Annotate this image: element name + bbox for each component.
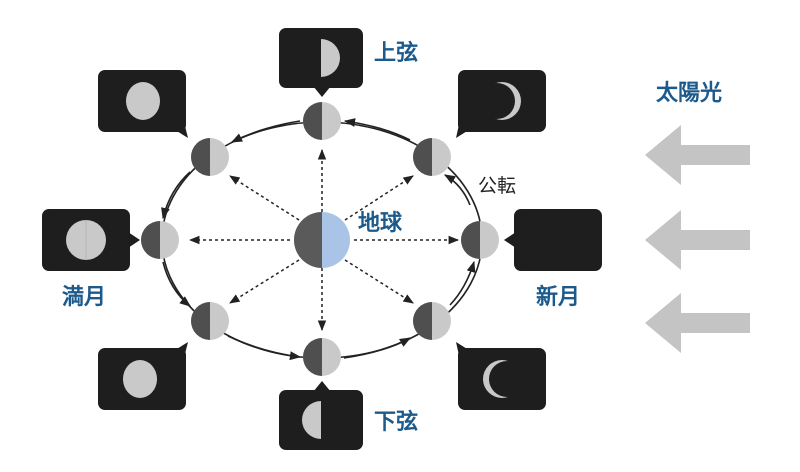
view-line-lr [344, 259, 414, 304]
sunlight-arrow-1 [645, 125, 750, 185]
label-sunlight: 太陽光 [656, 81, 723, 106]
orbit-arrow-4 [161, 171, 191, 220]
sunlight-arrow-2 [645, 210, 750, 270]
moon-gibbous-left-icon [123, 360, 157, 398]
orbit-arrow-1 [444, 174, 471, 206]
orbit-arrow-8 [449, 260, 476, 306]
panel-last-quarter [279, 381, 363, 450]
moon-half-left-icon [302, 401, 321, 439]
label-first-quarter: 上弦 [374, 41, 419, 66]
panel-waning-crescent [456, 342, 546, 410]
orbit-moon-waxing-crescent [413, 138, 451, 176]
orbit-arrow-6 [227, 335, 302, 361]
panel-waxing-gibbous [98, 70, 188, 138]
panel-waxing-crescent [456, 70, 546, 138]
view-line-ur [344, 175, 414, 221]
orbit-arrow-2 [343, 118, 411, 141]
moon-crescent-left-icon [483, 360, 525, 398]
orbit-moon-waxing-gibbous [191, 138, 229, 176]
orbit-moons [141, 102, 499, 376]
earth-night-side [294, 212, 322, 268]
orbit-arrows [161, 118, 476, 361]
orbit-moon-new [461, 221, 499, 259]
sunlight-arrow-3 [645, 293, 750, 353]
moon-half-right-icon [321, 39, 340, 77]
view-line-ul [229, 175, 300, 221]
panel-new-moon [504, 209, 602, 271]
panel-full-moon [42, 209, 140, 271]
orbit-moon-full [141, 221, 179, 259]
moon-new-icon [539, 221, 577, 259]
orbit-moon-waning-gibbous [191, 302, 229, 340]
earth-icon [294, 212, 350, 268]
orbit-arrow-3 [230, 120, 301, 143]
label-new-moon: 新月 [536, 285, 581, 310]
orbit-moon-waning-crescent [413, 302, 451, 340]
orbit-moon-first-quarter [303, 102, 341, 140]
view-lines [188, 148, 460, 332]
panel-waning-gibbous [98, 342, 188, 410]
orbit-arrow-5 [162, 261, 191, 307]
panel-first-quarter [279, 28, 363, 97]
label-revolution: 公転 [478, 175, 517, 197]
moon-crescent-right-icon [479, 82, 521, 120]
moon-gibbous-right-icon [126, 82, 160, 120]
orbit-moon-last-quarter [303, 338, 341, 376]
label-earth: 地球 [358, 211, 403, 236]
label-full-moon: 満月 [62, 285, 107, 310]
sunlight-arrows [645, 125, 750, 353]
label-last-quarter: 下弦 [374, 410, 419, 435]
orbit-arrow-7 [343, 337, 411, 359]
view-line-ll [229, 259, 300, 304]
